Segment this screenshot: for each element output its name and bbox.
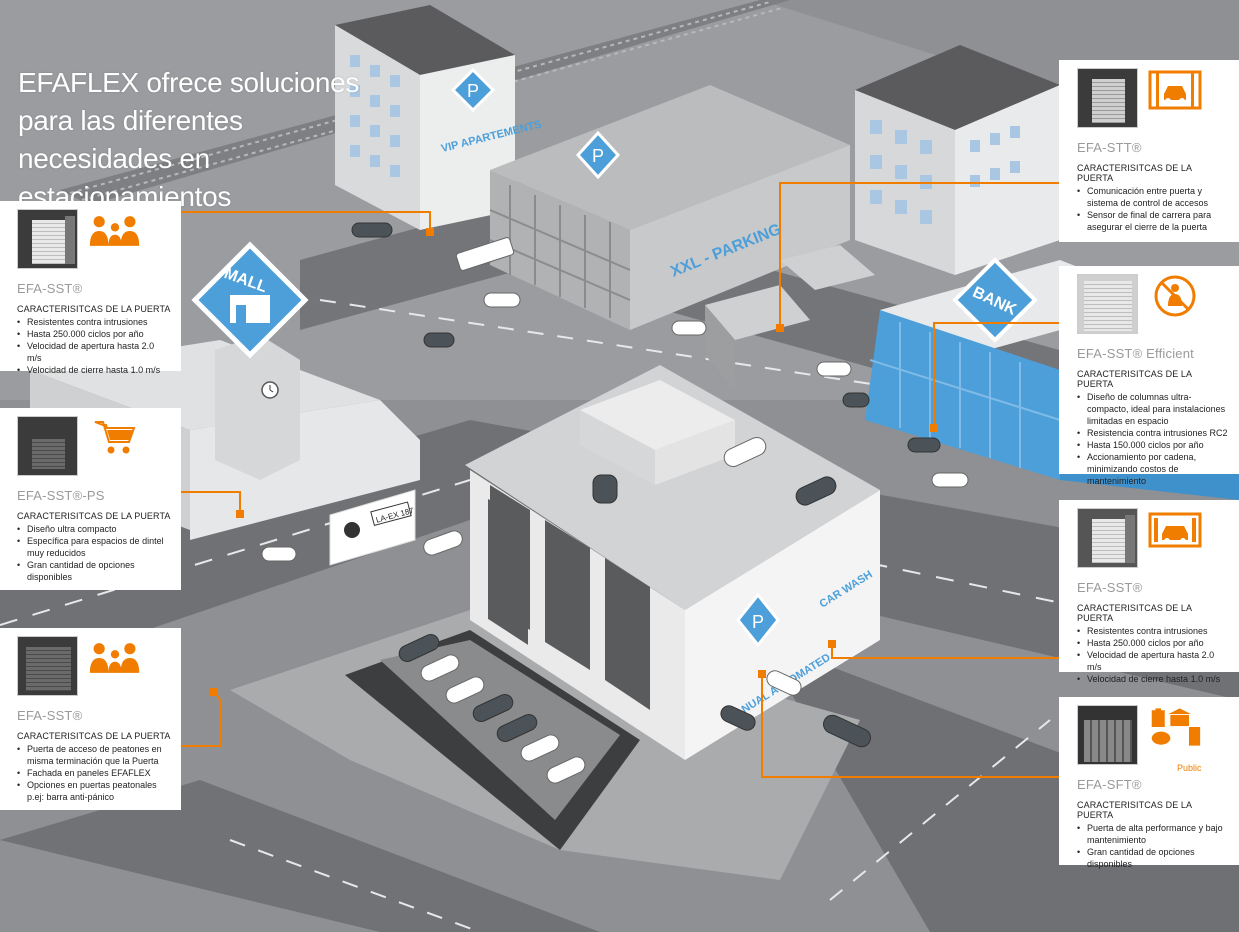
features-list: Resistentes contra intrusiones Hasta 250… xyxy=(17,316,171,376)
central-parking-garage xyxy=(465,365,880,760)
features-list: Diseño ultra compacto Específica para es… xyxy=(17,523,171,583)
feature-item: Gran cantidad de opciones disponibles xyxy=(1077,846,1229,870)
feature-item: Velocidad de apertura hasta 2.0 m/s xyxy=(1077,649,1229,673)
features-list: Comunicación entre puerta y sistema de c… xyxy=(1077,185,1229,233)
product-name: EFA-SST® xyxy=(1077,580,1143,595)
central-parking-sign: P xyxy=(736,592,780,648)
door-photo xyxy=(17,416,78,476)
no-intrusion-icon xyxy=(1148,274,1202,318)
feature-item: Opciones en puertas peatonales p.ej: bar… xyxy=(17,779,171,803)
door-photo xyxy=(17,209,78,269)
public-label: Public xyxy=(1177,763,1202,773)
feature-item: Fachada en paneles EFAFLEX xyxy=(17,767,171,779)
door-photo xyxy=(1077,274,1138,334)
xxl-parking-building xyxy=(489,85,850,330)
features-caption: CARACTERISITCAS DE LA PUERTA xyxy=(17,511,171,521)
features-list: Puerta de alta performance y bajo manten… xyxy=(1077,822,1229,870)
features-caption: CARACTERISITCAS DE LA PUERTA xyxy=(1077,163,1192,183)
feature-item: Accionamiento por cadena, minimizando co… xyxy=(1077,451,1229,487)
connector-lines xyxy=(181,182,1059,778)
family-icon xyxy=(88,209,142,253)
page-title: EFAFLEX ofrece soluciones para las difer… xyxy=(18,67,360,212)
door-photo xyxy=(1077,705,1138,765)
product-name: EFA-STT® xyxy=(1077,140,1142,155)
features-list: Resistentes contra intrusiones Hasta 250… xyxy=(1077,625,1229,685)
cars xyxy=(261,222,969,784)
mall-sign: MALL xyxy=(191,241,309,359)
features-caption: CARACTERISITCAS DE LA PUERTA xyxy=(17,304,171,314)
office-building xyxy=(855,45,1060,275)
xxl-parking-sign: P xyxy=(575,130,621,180)
feature-item: Hasta 150.000 ciclos por año xyxy=(1077,439,1229,451)
feature-item: Gran cantidad de opciones disponibles xyxy=(17,559,171,583)
svg-text:P: P xyxy=(467,81,479,101)
feature-item: Resistentes contra intrusiones xyxy=(17,316,171,328)
car-lift-icon xyxy=(1148,68,1202,112)
connector-dots xyxy=(210,228,938,696)
panel-efa-sst-efficient: EFA-SST® Efficient CARACTERISITCAS DE LA… xyxy=(1059,266,1239,486)
feature-item: Hasta 250.000 ciclos por año xyxy=(17,328,171,340)
panel-efa-sst-ps: EFA-SST®-PS CARACTERISITCAS DE LA PUERTA… xyxy=(0,408,181,590)
feature-item: Puerta de acceso de peatones en misma te… xyxy=(17,743,171,767)
features-caption: CARACTERISITCAS DE LA PUERTA xyxy=(1077,369,1192,389)
feature-item: Sensor de final de carrera para asegurar… xyxy=(1077,209,1229,233)
feature-item: Puerta de alta performance y bajo manten… xyxy=(1077,822,1229,846)
public-buildings-icon xyxy=(1148,705,1202,749)
feature-item: Diseño de columnas ultra-compacto, ideal… xyxy=(1077,391,1229,427)
feature-item: Velocidad de apertura hasta 2.0 m/s xyxy=(17,340,171,364)
product-name: EFA-SST® xyxy=(17,708,83,723)
feature-item: Específica para espacios de dintel muy r… xyxy=(17,535,171,559)
bank-sign: BANK xyxy=(952,257,1038,343)
shopping-cart-icon xyxy=(88,416,142,460)
features-list: Puerta de acceso de peatones en misma te… xyxy=(17,743,171,803)
feature-item: Velocidad de cierre hasta 1.0 m/s xyxy=(17,364,171,376)
door-photo xyxy=(1077,68,1138,128)
door-photo xyxy=(1077,508,1138,568)
panel-efa-sst-carwash: EFA-SST® CARACTERISITCAS DE LA PUERTA Re… xyxy=(1059,500,1239,685)
feature-item: Diseño ultra compacto xyxy=(17,523,171,535)
panel-efa-sst-residential: EFA-SST® CARACTERISITCAS DE LA PUERTA Re… xyxy=(0,201,181,376)
product-name: EFA-SST® xyxy=(17,281,83,296)
car-wash-icon xyxy=(1148,508,1202,552)
svg-text:P: P xyxy=(752,612,764,632)
features-caption: CARACTERISITCAS DE LA PUERTA xyxy=(1077,800,1192,820)
feature-item: Hasta 250.000 ciclos por año xyxy=(1077,637,1229,649)
family-icon xyxy=(88,636,142,680)
vip-parking-sign: P xyxy=(450,67,496,113)
product-name: EFA-SST® Efficient xyxy=(1077,346,1194,361)
panel-efa-sst-pedestrian: EFA-SST® CARACTERISITCAS DE LA PUERTA Pu… xyxy=(0,628,181,810)
features-caption: CARACTERISITCAS DE LA PUERTA xyxy=(1077,603,1192,623)
panel-efa-sft: Public EFA-SFT® CARACTERISITCAS DE LA PU… xyxy=(1059,697,1239,869)
feature-item: Velocidad de cierre hasta 1.0 m/s xyxy=(1077,673,1229,685)
panel-efa-stt: EFA-STT® CARACTERISITCAS DE LA PUERTA Co… xyxy=(1059,60,1239,242)
feature-item: Resistencia contra intrusiones RC2 xyxy=(1077,427,1229,439)
product-name: EFA-SST®-PS xyxy=(17,488,105,503)
feature-item: Comunicación entre puerta y sistema de c… xyxy=(1077,185,1229,209)
features-list: Diseño de columnas ultra-compacto, ideal… xyxy=(1077,391,1229,487)
product-name: EFA-SFT® xyxy=(1077,777,1142,792)
plate-recognition-billboard: LA-EX 187 xyxy=(329,489,416,566)
feature-item: Resistentes contra intrusiones xyxy=(1077,625,1229,637)
svg-text:P: P xyxy=(592,146,604,166)
door-photo xyxy=(17,636,78,696)
features-caption: CARACTERISITCAS DE LA PUERTA xyxy=(17,731,171,741)
